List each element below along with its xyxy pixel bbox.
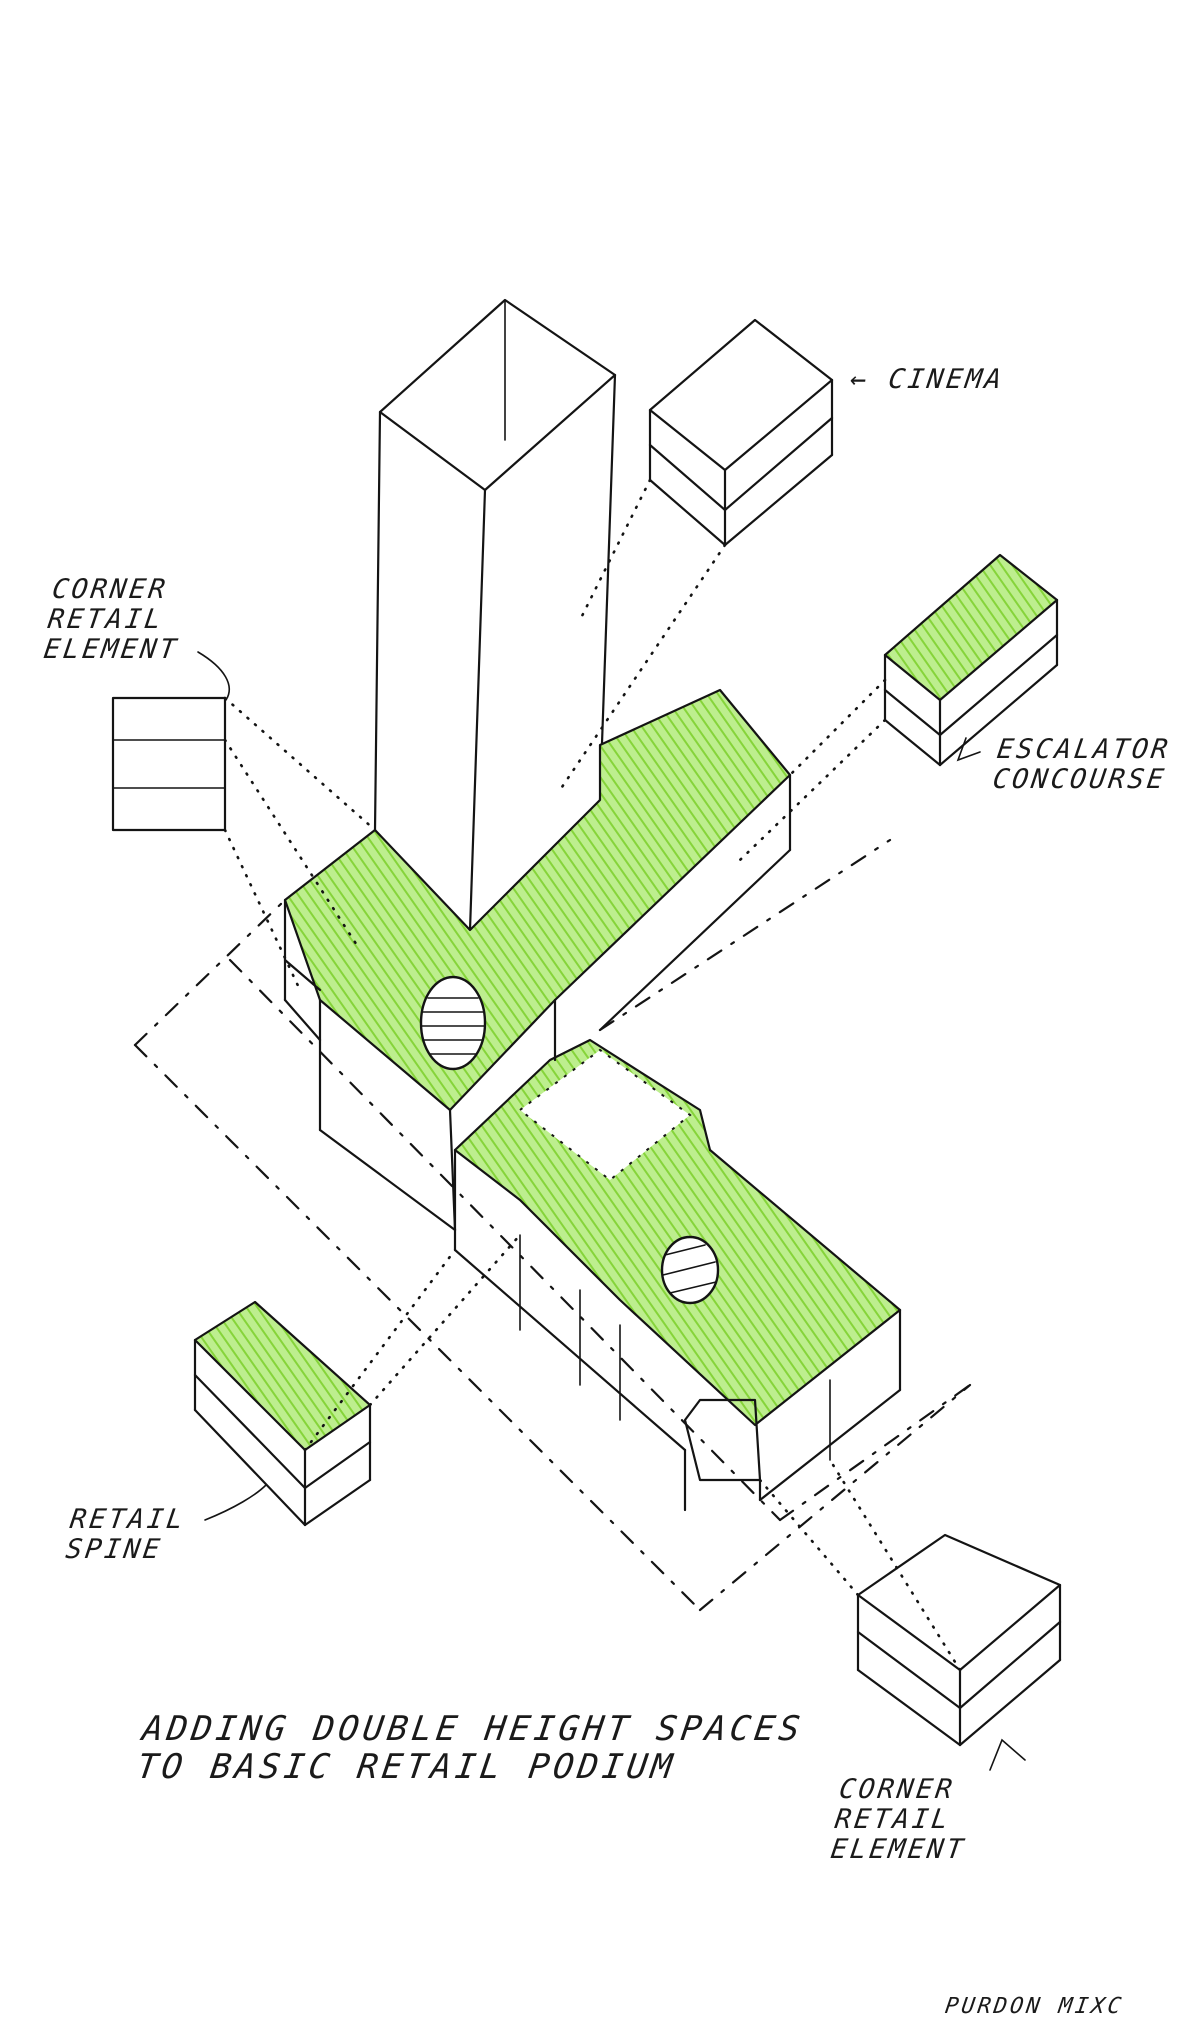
label-cinema: ← CINEMA xyxy=(847,364,1007,395)
axis-lines xyxy=(133,838,972,1612)
void-circle-lower xyxy=(660,1235,720,1305)
podium-west-faces xyxy=(283,773,792,1232)
retail-spine-box xyxy=(193,1300,372,1527)
projection-lines xyxy=(223,478,962,1672)
void-circle-upper xyxy=(419,975,487,1071)
podium-roof-west xyxy=(283,688,792,1112)
label-arrows xyxy=(197,651,1026,1771)
podium-east-faces xyxy=(453,1148,902,1512)
caption: ADDING DOUBLE HEIGHT SPACES TO BASIC RET… xyxy=(134,1709,807,1788)
label-corner-retail-top: CORNER RETAIL ELEMENT xyxy=(41,574,181,666)
signature: PURDON MIXC xyxy=(943,1994,1126,2019)
label-corner-retail-bottom: CORNER RETAIL ELEMENT xyxy=(828,1774,968,1866)
cinema-box xyxy=(648,318,834,547)
tower xyxy=(373,298,617,932)
podium-roof-east xyxy=(453,1038,902,1427)
corner-retail-box-top xyxy=(111,696,227,832)
label-retail-spine: RETAIL SPINE xyxy=(63,1504,188,1566)
corner-retail-box-bottom xyxy=(856,1533,1062,1747)
label-escalator-concourse: ESCALATOR CONCOURSE xyxy=(990,734,1173,796)
escalator-concourse-box xyxy=(883,553,1059,767)
